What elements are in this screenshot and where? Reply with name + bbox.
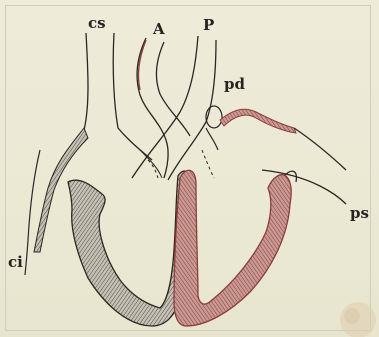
label-ps: ps: [350, 206, 369, 221]
pulmonary-artery: [132, 36, 216, 180]
left-ventricle: [174, 170, 291, 326]
paper-stain: [340, 302, 376, 337]
label-P: P: [203, 18, 214, 33]
label-cs: cs: [88, 16, 106, 31]
right-ventricle: [68, 171, 190, 326]
label-ci: ci: [8, 255, 23, 270]
label-pd: pd: [224, 77, 245, 92]
left-atrium-wall: [220, 109, 296, 133]
inferior-vena-cava-outer: [25, 150, 40, 275]
label-A: A: [153, 22, 165, 37]
septum-lines: [140, 150, 214, 178]
